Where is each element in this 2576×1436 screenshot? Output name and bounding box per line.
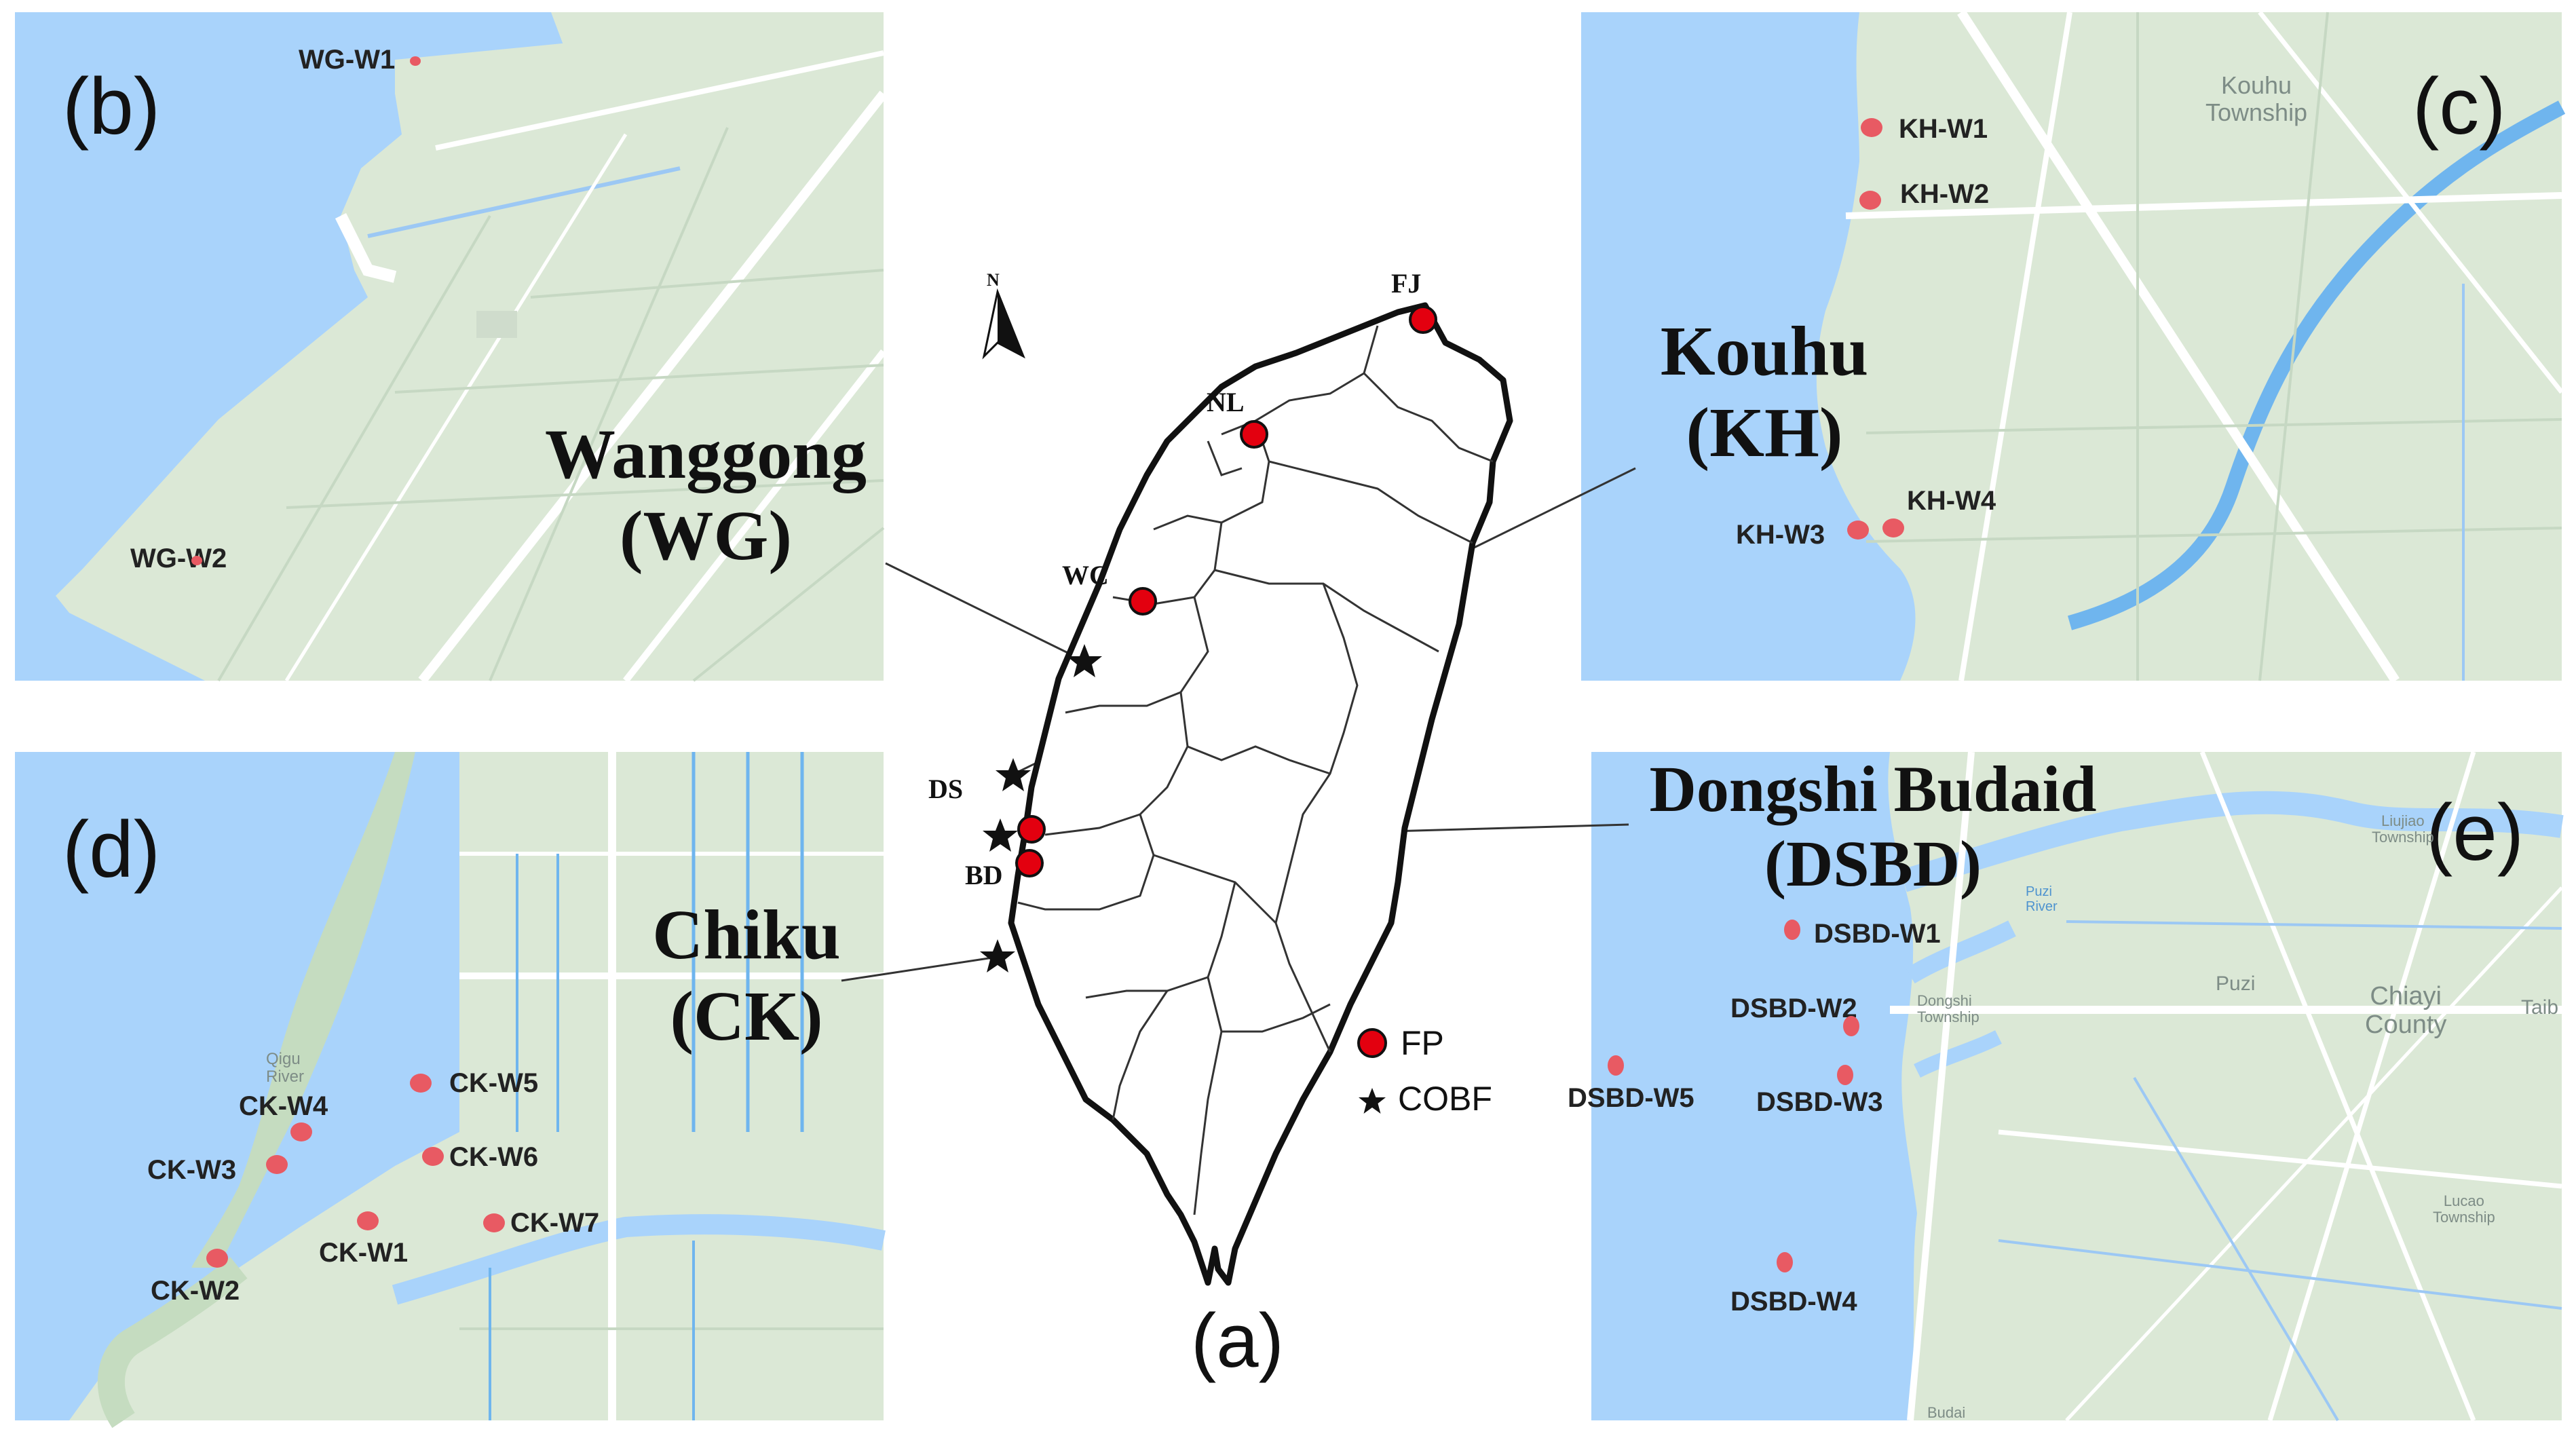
fp-marker-bd (1015, 849, 1044, 877)
station-marker-kh-w3 (1847, 521, 1869, 540)
legend-item-fp: FP (1357, 1023, 1444, 1063)
station-label-dsbd-w3: DSBD-W3 (1756, 1087, 1883, 1117)
panel-c-kouhu-map: (c) Kouhu Township KH-W1 KH-W2 KH-W3 KH-… (1581, 10, 2566, 683)
site-name-chiku: Chiku (652, 896, 841, 974)
site-name-wanggong: Wanggong (545, 415, 867, 493)
connector-wanggong (885, 562, 1086, 663)
station-label-kh-w3: KH-W3 (1736, 520, 1825, 550)
station-label-dsbd-w5: DSBD-W5 (1568, 1083, 1694, 1113)
station-marker-kh-w2 (1859, 191, 1881, 210)
station-marker-ck-w6 (422, 1147, 444, 1166)
panel-d-chiku-map: (d) Qigu River CK-W5 CK-W4 CK-W3 CK-W6 C… (15, 752, 886, 1429)
cobf-star-wanggong (1067, 644, 1102, 677)
site-label-wanggong: Wanggong (WG) (529, 414, 882, 576)
legend-item-cobf: COBF (1357, 1079, 1492, 1118)
site-code-kh: (KH) (1686, 393, 1843, 472)
station-label-kh-w1: KH-W1 (1899, 114, 1988, 144)
station-marker-wg-w1 (410, 56, 421, 66)
station-label-dsbd-w2: DSBD-W2 (1730, 994, 1857, 1023)
kouhu-township-label: Kouhu Township (2205, 71, 2308, 126)
station-label-kh-w2: KH-W2 (1900, 179, 1990, 209)
station-label-ck-w2: CK-W2 (151, 1276, 240, 1306)
panel-a-label: (a) (1191, 1298, 1284, 1383)
station-label-wg-w1: WG-W1 (299, 45, 396, 75)
taiwan-outline (1008, 302, 1513, 1286)
site-code-dsbd: (DSBD) (1764, 827, 1982, 901)
cobf-star-ds (983, 818, 1018, 852)
station-marker-kh-w1 (1861, 118, 1882, 137)
station-marker-dsbd-w5 (1608, 1055, 1624, 1076)
connector-kouhu (1014, 467, 1636, 775)
kouhu-basemap (1581, 10, 2566, 683)
site-code-ds: DS (928, 774, 964, 804)
liujiao-township-label: Liujiao Township (2372, 812, 2434, 846)
puzi-river-label: Puzi River (2026, 884, 2058, 914)
panel-c-label: (c) (2412, 62, 2506, 151)
puzi-label: Puzi (2216, 972, 2256, 995)
cobf-star-chiku (980, 939, 1015, 972)
chiayi-county-label: Chiayi County (2365, 982, 2447, 1039)
taibao-label: Taib (2521, 996, 2559, 1019)
connector-dongshi (1034, 823, 1629, 843)
legend-label-cobf: COBF (1398, 1080, 1492, 1118)
fp-marker-nl (1240, 420, 1268, 449)
station-label-ck-w4: CK-W4 (239, 1091, 328, 1121)
station-label-kh-w4: KH-W4 (1907, 486, 1996, 516)
star-legend-icon (1357, 1084, 1387, 1114)
station-marker-wg-w2 (191, 556, 202, 565)
panel-e-dongshi-budaid-map: (e) Liujiao Township Puzi River Puzi Chi… (1568, 751, 2564, 1422)
fp-marker-fj (1409, 305, 1437, 334)
station-marker-ck-w2 (206, 1249, 228, 1268)
site-label-chiku: Chiku (CK) (631, 894, 862, 1057)
station-marker-ck-w1 (357, 1211, 379, 1230)
site-code-fj: FJ (1391, 268, 1422, 299)
station-label-ck-w7: CK-W7 (510, 1208, 600, 1238)
panel-b-label: (b) (62, 62, 161, 151)
station-marker-ck-w4 (290, 1122, 312, 1141)
site-code-nl: NL (1207, 387, 1245, 417)
north-label: N (987, 270, 1000, 290)
chiku-basemap (15, 752, 886, 1429)
fp-legend-icon (1357, 1028, 1387, 1058)
site-label-kouhu: Kouhu (KH) (1629, 311, 1900, 473)
site-code-wg: (WG) (619, 496, 793, 575)
cobf-star-kouhu (996, 758, 1031, 791)
station-label-ck-w5: CK-W5 (449, 1068, 539, 1098)
site-code-bd: BD (965, 860, 1003, 890)
station-label-wg-w2: WG-W2 (130, 544, 227, 573)
site-code-wc: WC (1062, 560, 1109, 590)
lucao-township-label: Lucao Township (2433, 1192, 2495, 1226)
station-marker-dsbd-w1 (1784, 920, 1800, 940)
station-label-ck-w6: CK-W6 (449, 1142, 539, 1172)
fp-marker-wc (1129, 587, 1157, 616)
station-marker-ck-w3 (266, 1155, 288, 1174)
station-label-dsbd-w4: DSBD-W4 (1730, 1287, 1857, 1317)
north-arrow-icon (982, 288, 1025, 360)
fp-marker-ds (1017, 815, 1046, 844)
panel-b-wanggong-map: (b) WG-W1 WG-W2 (15, 12, 888, 684)
station-label-ck-w3: CK-W3 (147, 1155, 237, 1185)
station-marker-ck-w7 (483, 1213, 505, 1232)
dongshi-basemap (1591, 751, 2564, 1422)
panel-e-label: (e) (2426, 788, 2524, 877)
station-marker-dsbd-w2 (1843, 1016, 1859, 1036)
panel-d-label: (d) (62, 805, 161, 894)
legend-label-fp: FP (1401, 1024, 1444, 1062)
dongshi-township-label: Dongshi Township (1917, 992, 1980, 1026)
station-marker-kh-w4 (1882, 518, 1904, 537)
site-name-kouhu: Kouhu (1660, 312, 1869, 390)
qigu-river-label: Qigu River (266, 1050, 305, 1087)
station-marker-ck-w5 (410, 1074, 432, 1093)
budai-label: Budai (1927, 1404, 1966, 1421)
cobf-markers (980, 644, 1102, 972)
station-marker-dsbd-w3 (1837, 1065, 1853, 1085)
wanggong-basemap (56, 12, 888, 684)
site-label-dongshi-budaid: Dongshi Budaid (DSBD) (1615, 752, 2131, 902)
station-label-ck-w1: CK-W1 (319, 1238, 409, 1268)
station-label-dsbd-w1: DSBD-W1 (1814, 919, 1941, 949)
station-marker-dsbd-w4 (1777, 1252, 1793, 1272)
site-code-ck: (CK) (670, 977, 823, 1055)
site-name-dongshi-budaid: Dongshi Budaid (1649, 753, 2097, 825)
